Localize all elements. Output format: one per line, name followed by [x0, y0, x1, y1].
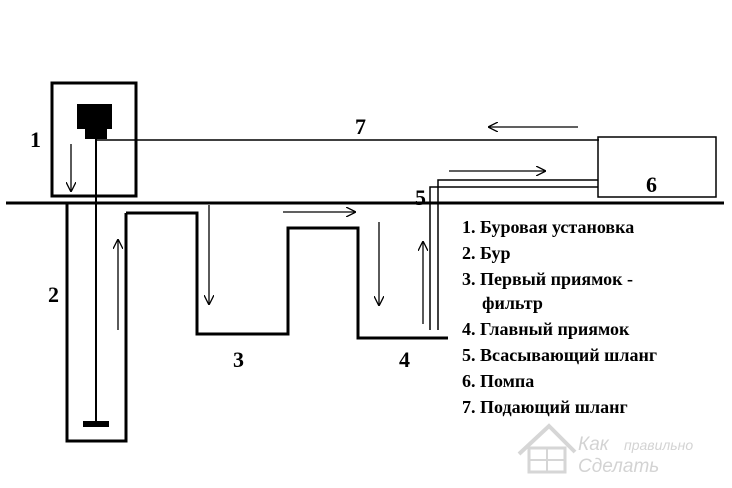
legend: 1. Буровая установка 2. Бур 3. Первый пр… — [462, 217, 657, 417]
suction-hose-inner — [437, 179, 598, 330]
house-icon — [517, 423, 577, 474]
pits-channel — [126, 211, 448, 340]
label-suction-hose: 5 — [415, 185, 426, 210]
drill-motor — [77, 104, 112, 129]
legend-item: 1. Буровая установка — [462, 217, 634, 237]
legend-item: 3. Первый приямок - — [462, 269, 633, 289]
legend-item: фильтр — [482, 293, 543, 313]
suction-hose — [429, 186, 598, 330]
watermark-text: Сделать — [578, 456, 659, 477]
borehole — [65, 203, 128, 443]
watermark-text: правильно — [624, 437, 693, 453]
drill-bit — [83, 421, 109, 427]
label-supply-hose: 7 — [355, 114, 366, 139]
label-rig: 1 — [30, 127, 41, 152]
watermark-text: Как — [578, 434, 610, 455]
legend-item: 7. Подающий шланг — [462, 397, 628, 417]
drill-chuck — [85, 129, 107, 139]
legend-item: 5. Всасывающий шланг — [462, 345, 657, 365]
legend-item: 2. Бур — [462, 243, 510, 263]
legend-item: 4. Главный приямок — [462, 319, 630, 339]
label-drill: 2 — [48, 282, 59, 307]
label-pump: 6 — [646, 172, 657, 197]
watermark: Как правильно Сделать — [517, 423, 693, 477]
pump-box — [597, 136, 717, 198]
label-pit-first: 3 — [233, 347, 244, 372]
legend-item: 6. Помпа — [462, 371, 534, 391]
label-pit-main: 4 — [399, 347, 410, 372]
